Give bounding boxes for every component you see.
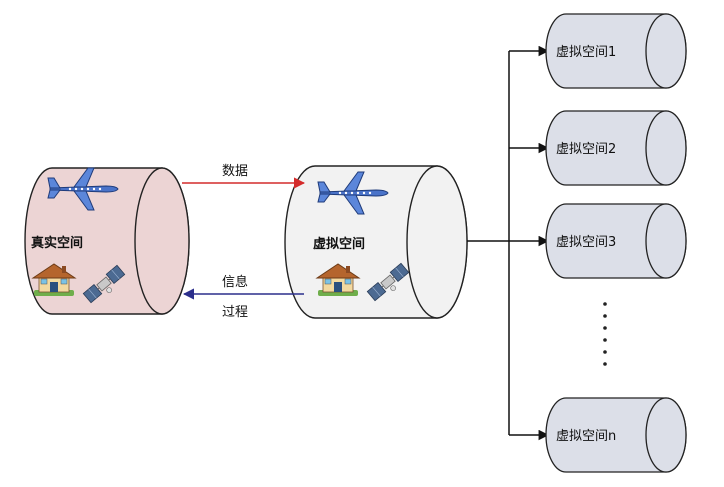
real-space-label: 真实空间	[31, 235, 83, 251]
branch-end-cap	[645, 203, 687, 279]
branch-cylinder-2: 虚拟空间2	[545, 110, 687, 186]
info-label: 信息	[222, 274, 248, 290]
branch-cylinder-n: 虚拟空间n	[545, 397, 687, 473]
real-space-cylinder: 真实空间	[24, 167, 190, 315]
branch-end-cap	[645, 397, 687, 473]
real-space-end-cap	[134, 167, 190, 315]
virtual-space-label: 虚拟空间	[313, 236, 365, 252]
branch-cylinder-3: 虚拟空间3	[545, 203, 687, 279]
branch-label: 虚拟空间1	[556, 45, 616, 60]
branch-end-cap	[645, 110, 687, 186]
data-arrow-label: 数据	[222, 164, 248, 179]
virtual-space-end-cap	[406, 165, 468, 319]
branch-label: 虚拟空间2	[556, 142, 616, 157]
branch-label: 虚拟空间n	[556, 429, 616, 444]
branch-cylinder-1: 虚拟空间1	[545, 13, 687, 89]
branch-end-cap	[645, 13, 687, 89]
vertical-ellipsis	[603, 302, 607, 366]
branch-connectors	[467, 45, 550, 441]
branch-label: 虚拟空间3	[556, 235, 616, 250]
process-label: 过程	[222, 305, 248, 320]
virtual-space-cylinder: 虚拟空间	[284, 165, 468, 319]
